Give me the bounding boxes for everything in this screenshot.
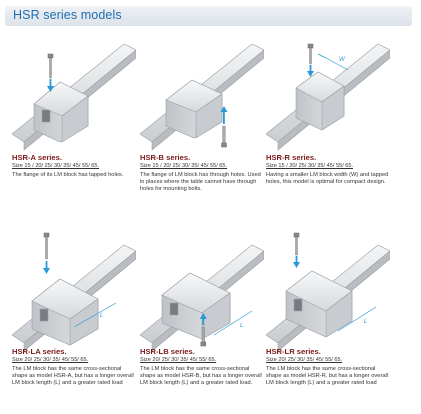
model-card-hsr-lb: L HSR-LB series. Size 20/ 25/ 30/ 35/ 45…	[140, 231, 276, 386]
section-header: HSR series models	[5, 6, 412, 26]
page-title: HSR series models	[13, 8, 122, 22]
model-title: HSR-A series.	[12, 153, 62, 162]
arrow-icon	[47, 79, 54, 92]
model-card-hsr-la: L HSR-LA series. Size 20/ 25/ 30/ 35/ 45…	[12, 231, 148, 386]
bolt-icon	[43, 232, 50, 260]
arrow-icon	[293, 256, 300, 268]
model-description: The LM block has the same cross-sectiona…	[12, 366, 134, 386]
rail-block-icon: L	[266, 232, 390, 352]
model-title: HSR-B series.	[140, 153, 191, 162]
rail-block-icon	[12, 43, 136, 151]
bolt-icon	[47, 53, 54, 79]
dimension-label: L	[240, 323, 243, 329]
model-sizes: Size 15 / 20/ 25/ 30/ 35/ 45/ 55/ 65.	[12, 163, 100, 169]
rail-block-icon	[140, 43, 264, 151]
model-sizes: Size 20/ 25/ 30/ 35/ 45/ 55/ 65.	[12, 357, 89, 363]
model-sizes: Size 20/ 25/ 30/ 35/ 45/ 55/ 65.	[266, 357, 343, 363]
model-card-hsr-b: HSR-B series. Size 15 / 20/ 25/ 30/ 35/ …	[140, 30, 276, 192]
bolt-icon	[221, 125, 227, 148]
dimension-label: L	[364, 319, 367, 325]
arrow-icon	[307, 65, 314, 77]
bolt-icon	[293, 232, 300, 256]
rail-block-icon: W	[266, 43, 390, 151]
dimension-arrow	[73, 302, 117, 328]
arrow-icon	[43, 261, 50, 274]
model-title: HSR-R series.	[266, 153, 317, 162]
dimension-arrow	[213, 310, 253, 336]
model-title: HSR-LR series.	[266, 347, 321, 356]
model-sizes: Size 15 / 20/ 25/ 30/ 35/ 45/ 55/ 65.	[140, 163, 228, 169]
model-title: HSR-LB series.	[140, 347, 195, 356]
dimension-label: L	[100, 313, 103, 319]
model-description: The flange of LM block has through holes…	[140, 172, 261, 192]
bolt-icon	[307, 43, 314, 65]
model-sizes: Size 20/ 25/ 30/ 35/ 45/ 55/ 65.	[140, 357, 217, 363]
model-card-hsr-lr: L HSR-LR series. Size 20/ 25/ 30/ 35/ 45…	[266, 231, 402, 386]
rail-block-icon: L	[12, 232, 136, 352]
model-card-hsr-r: W HSR-R series. Size 15 / 20/ 25/ 30/ 35…	[266, 30, 402, 185]
dimension-arrow	[317, 53, 349, 71]
model-description: The flange of its LM block has tapped ho…	[12, 172, 124, 178]
rail-block-icon: L	[140, 244, 264, 352]
model-description: Having a smaller LM block width (W) and …	[266, 172, 389, 185]
bolt-icon	[200, 326, 207, 347]
arrow-icon	[220, 106, 228, 124]
arrow-icon	[199, 313, 207, 325]
model-title: HSR-LA series.	[12, 347, 67, 356]
model-card-hsr-a: HSR-A series. Size 15 / 20/ 25/ 30/ 35/ …	[12, 30, 148, 178]
dimension-label: W	[339, 57, 346, 63]
model-description: The LM block has the same cross-sectiona…	[266, 366, 389, 386]
dimension-arrow	[337, 306, 377, 332]
model-sizes: Size 15 / 20/ 25/ 30/ 35/ 45/ 55/ 65.	[266, 163, 354, 169]
model-description: The LM block has the same cross-sectiona…	[140, 366, 262, 386]
